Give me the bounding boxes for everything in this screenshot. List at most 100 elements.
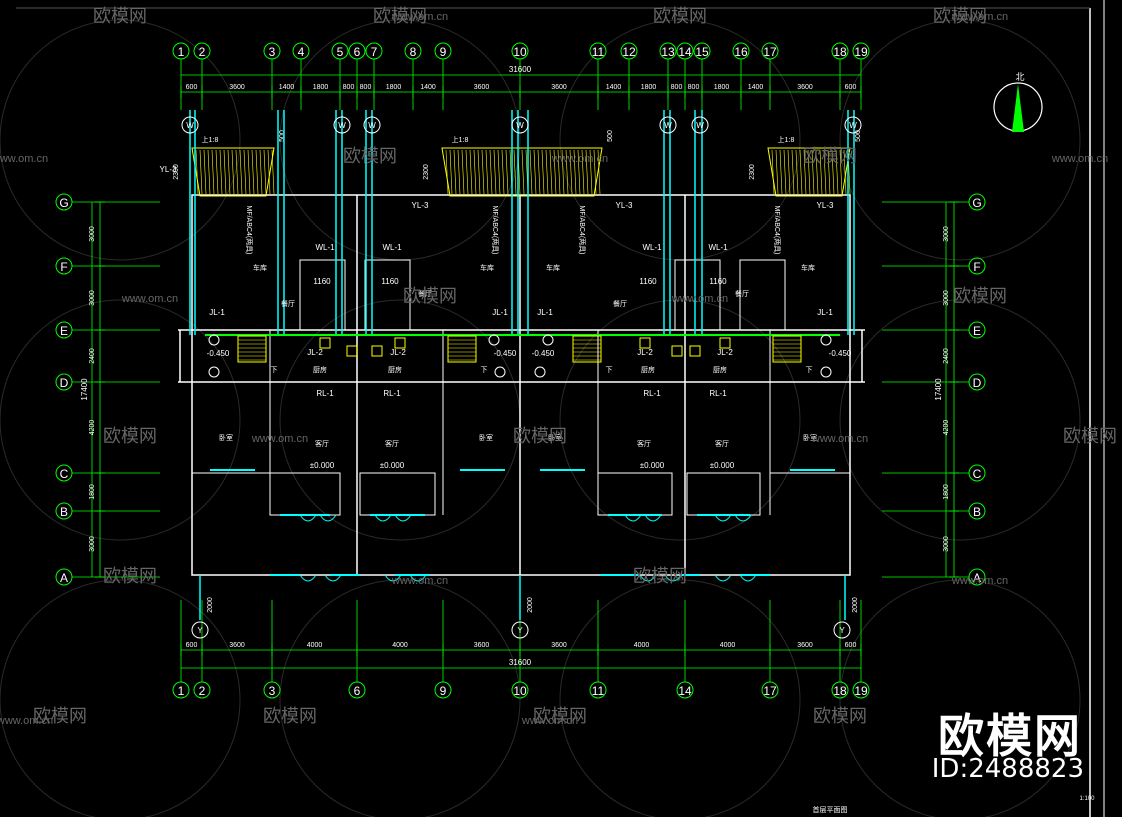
watermark-url: www.om.cn [951,11,1008,23]
watermark-url: www.om.cn [1051,153,1108,165]
axis-label-bottom: 2 [199,684,206,698]
watermark-circle [559,579,801,817]
ramp-hatch [211,149,215,195]
sanitary-fixture [494,366,506,378]
north-arrow [1012,84,1024,132]
ramp-hatch [553,149,557,195]
ramp-hatch [223,149,227,195]
pipe-marker-y [511,621,529,639]
pipe-tag: RL-1 [316,389,334,398]
sink-fixture [394,337,406,349]
room-label: 车库 [801,263,815,272]
axis-label-top: 17 [763,45,777,59]
door-swing [624,514,642,522]
level-label: ±0.000 [310,461,335,470]
axis-label-top: 19 [854,45,868,59]
axis-label-top: 14 [678,45,692,59]
room-label: 餐厅 [418,289,432,298]
watermark-url: www.om.cn [671,293,728,305]
dim-total-vertical-label: 17400 [934,378,943,401]
room-label: 车库 [546,263,560,272]
ramp-hatch [787,149,791,195]
pipe-tag: RL-1 [383,389,401,398]
axis-label-row: G [972,196,981,210]
ramp-hatch [461,149,465,195]
dim-span-top: 1800 [714,84,730,91]
watermark-circle [279,19,521,261]
room-label: 卧室 [479,433,493,442]
watermark-url: www.om.cn [811,433,868,445]
door-swing [384,574,402,582]
sheet-scale: 1:100 [1079,796,1095,802]
pipe-marker-label: W [338,121,346,130]
ramp-hatch [561,149,565,195]
door-swing [734,514,752,522]
axis-label-row: F [60,260,67,274]
door-swing [714,514,732,522]
ramp-hatch [811,149,815,195]
axis-label-top: 18 [833,45,847,59]
pipe-tag: JL-2 [307,348,323,357]
sink-fixture [671,345,683,357]
axis-label-top: 12 [622,45,636,59]
dim-total-vertical-label: 17400 [80,378,89,401]
ramp-hatch [557,149,561,195]
dim-span-vertical: 3000 [943,226,950,242]
watermark-brand-small: 欧模网 [263,706,317,726]
ramp-hatch [457,149,461,195]
watermark-brand-small: 欧模网 [933,6,987,26]
dim-total-bottom-label: 31600 [509,658,532,667]
ramp-hatch [489,149,493,195]
ramp-hatch [597,149,601,195]
door-swing [299,514,317,522]
ramp-hatch [843,149,847,195]
pipe-marker [844,116,862,134]
room-label: 车库 [253,263,267,272]
level-label: ±0.000 [640,461,665,470]
ramp-hatch [493,149,497,195]
axis-label-top: 8 [410,45,417,59]
dim-span-top: 3600 [797,84,813,91]
pipe-marker-label: W [696,121,704,130]
watermark-brand-small: 欧模网 [653,6,707,26]
pipe-tag: WL-1 [708,243,728,252]
dim-span-vertical: 3000 [89,226,96,242]
watermark-circle [839,299,1081,541]
ramp-dim-label: 2300 [173,164,180,180]
room-label: 厨房 [313,365,327,374]
ramp-hatch [795,149,799,195]
watermark-circle [839,19,1081,261]
sink-fixture [689,345,701,357]
pipe-marker [363,116,381,134]
ramp-hatch [485,149,489,195]
door-swing [739,574,757,582]
sanitary-fixture [820,334,832,346]
ramp-hatch [823,149,827,195]
ramp-hatch [263,149,267,195]
dim-span-top: 3600 [474,84,490,91]
watermark-brand-small: 欧模网 [33,706,87,726]
ramp-hatch [569,149,573,195]
dim-1160: 1160 [313,277,331,286]
pipe-marker-y-label: Y [517,626,523,635]
ramp-hatch [585,149,589,195]
ramp-hatch [445,149,449,195]
ramp-hatch [771,149,775,195]
ramp-hatch [247,149,251,195]
dim-span-bottom: 4000 [307,642,323,649]
pipe-tag: YL-3 [616,201,633,210]
axis-label-bottom: 3 [269,684,276,698]
axis-label-top: 13 [661,45,675,59]
axis-label-top: 2 [199,45,206,59]
pipe-tag: JL-1 [537,308,553,317]
watermark-circle [0,579,241,817]
drawing-title: 首层平面图 [813,805,848,814]
dim-span-top: 800 [671,84,683,91]
watermark-circle [0,299,241,541]
axis-label-top: 6 [354,45,361,59]
room-label: 厨房 [388,365,402,374]
dim-span-bottom: 3600 [229,642,245,649]
ramp-hatch [259,149,263,195]
ramp-hatch [783,149,787,195]
watermark-brand-small: 欧模网 [343,146,397,166]
